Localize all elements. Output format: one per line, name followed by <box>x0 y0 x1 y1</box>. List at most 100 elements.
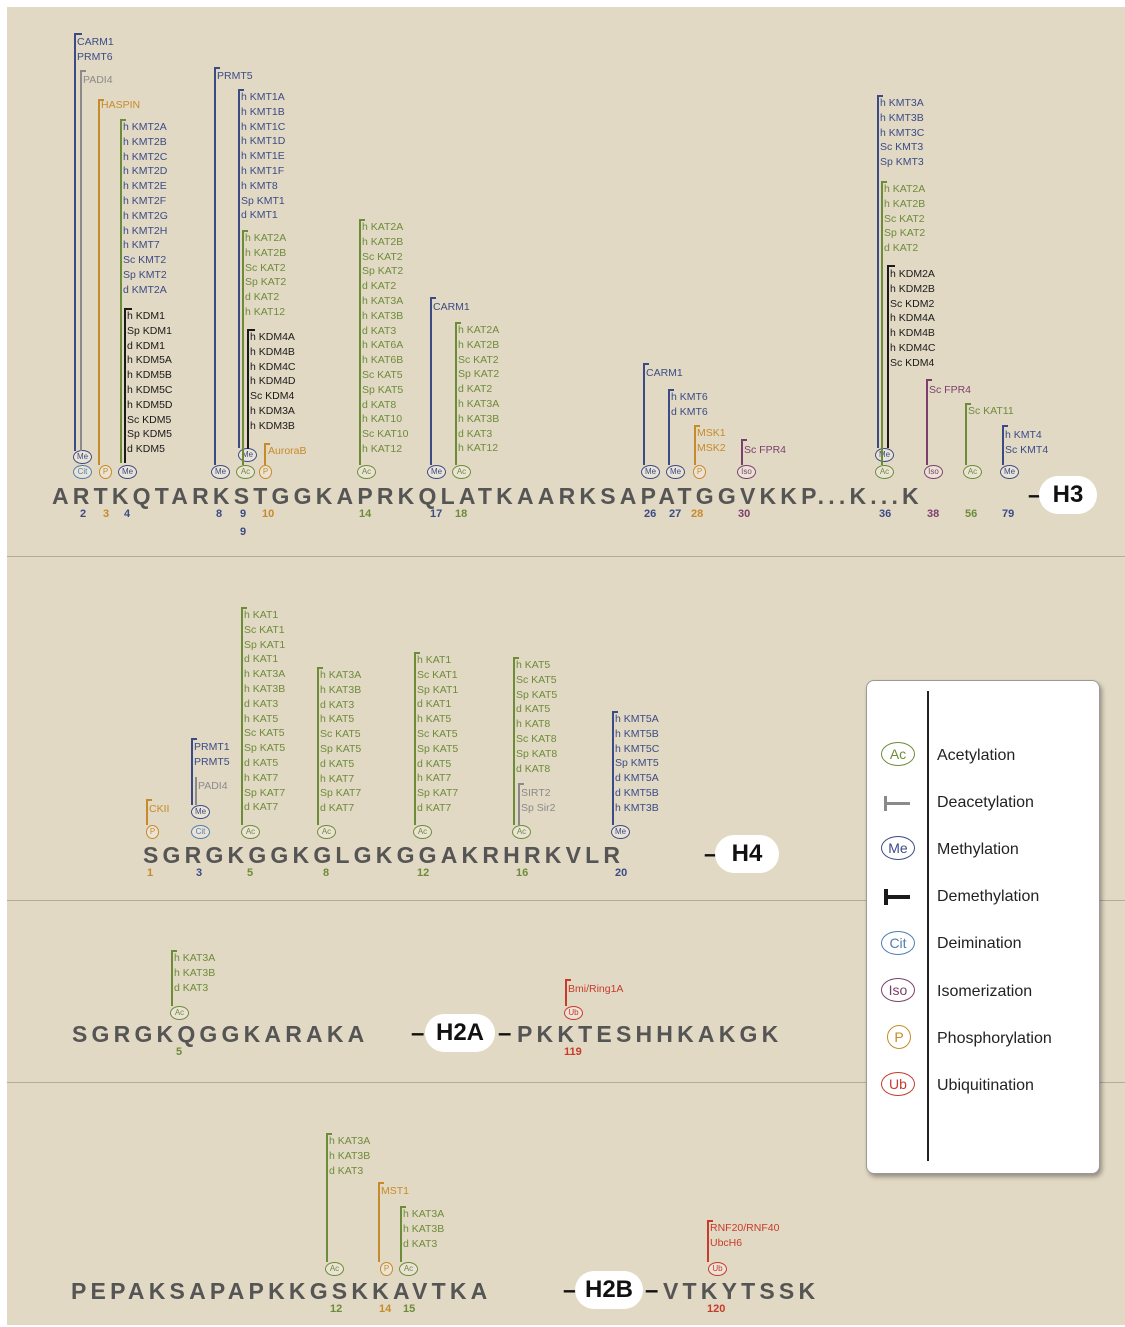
enzyme-group: h KMT2A h KMT2B h KMT2C h KMT2D h KMT2E … <box>123 121 168 296</box>
h3-sequence: ARTKQTARKSTGGKAPRKQLATKAARKSAPATGGVKKP..… <box>52 483 923 509</box>
enzyme-line <box>378 1182 380 1262</box>
enzyme-line <box>965 403 971 405</box>
enzyme-line <box>359 219 361 465</box>
legend-label-ubiquitination: Ubiquitination <box>937 1077 1034 1094</box>
h2a-pos-119: 119 <box>564 1046 582 1058</box>
phospho-icon: P <box>99 465 112 479</box>
h2b-pos-12: 12 <box>330 1303 343 1315</box>
h4-pos-8: 8 <box>323 867 330 879</box>
enzyme-group: h KMT3A h KMT3B h KMT3C Sc KMT3 Sp KMT3 <box>880 97 925 169</box>
h3-pos-10: 10 <box>262 508 275 520</box>
deacetylation-bar-icon <box>884 796 887 811</box>
legend-divider <box>927 691 929 1161</box>
h3-pos-30: 30 <box>738 508 751 520</box>
acetyl-icon: Ac <box>875 465 894 479</box>
enzyme-group: h KAT5 Sc KAT5 Sp KAT5 d KAT5 h KAT8 Sc … <box>516 659 558 775</box>
h3-pos-14: 14 <box>359 508 372 520</box>
enzyme-group: h KAT2A h KAT2B Sc KAT2 Sp KAT2 d KAT2 h… <box>245 232 287 318</box>
phospho-icon: P <box>259 465 272 479</box>
h2a-label: H2A <box>425 1014 495 1052</box>
ubiquitin-icon: Ub <box>881 1072 915 1096</box>
legend: Ac Acetylation Deacetylation Me Methylat… <box>866 680 1100 1174</box>
ubiquitin-icon: Ub <box>564 1006 583 1020</box>
section-divider <box>7 556 1125 557</box>
h3-pos-9b: 9 <box>240 526 247 538</box>
enzyme-line <box>513 657 519 659</box>
enzyme-line <box>98 99 100 465</box>
enzyme-line <box>513 657 515 825</box>
enzyme-group: MST1 <box>381 1185 410 1197</box>
enzyme-line <box>518 783 520 825</box>
enzyme-line <box>171 950 173 1006</box>
enzyme-line <box>317 667 323 669</box>
enzyme-line <box>965 403 967 465</box>
h3-pos-2: 2 <box>80 508 87 520</box>
h3-pos-9: 9 <box>240 508 247 520</box>
enzyme-line <box>612 711 614 825</box>
acetyl-icon: Ac <box>512 825 531 839</box>
acetyl-icon: Ac <box>963 465 982 479</box>
enzyme-line <box>238 89 244 91</box>
enzyme-group: h KAT2A h KAT2B Sc KAT2 Sp KAT2 d KAT2 <box>884 183 926 255</box>
legend-label-phosphorylation: Phosphorylation <box>937 1030 1052 1047</box>
h2b-sequence-c: VTKYTSSK <box>663 1278 820 1304</box>
enzyme-line <box>242 230 248 232</box>
enzyme-line <box>247 329 255 331</box>
enzyme-group: h KMT1A h KMT1B h KMT1C h KMT1D h KMT1E … <box>241 91 286 222</box>
enzyme-group: SIRT2 Sp Sir2 <box>521 787 556 814</box>
h4-sequence: SGRGKGGKGLGKGGAKRHRKVLR <box>143 842 625 868</box>
enzyme-group: h KAT1 Sc KAT1 Sp KAT1 d KAT1 h KAT5 Sc … <box>417 654 459 814</box>
acetyl-icon: Ac <box>413 825 432 839</box>
enzyme-line <box>668 389 670 465</box>
enzyme-group: Sc FPR4 <box>929 384 972 396</box>
enzyme-group: PADI4 <box>83 74 113 86</box>
enzyme-line <box>926 379 932 381</box>
legend-label-deimination: Deimination <box>937 935 1022 952</box>
acetyl-icon: Ac <box>452 465 471 479</box>
enzyme-group: CARM1 <box>433 301 470 313</box>
enzyme-line <box>694 425 700 427</box>
enzyme-line <box>887 265 895 267</box>
deacetylation-icon <box>884 802 910 805</box>
enzyme-line <box>120 119 126 121</box>
enzyme-line <box>80 70 82 451</box>
methyl-icon: Me <box>211 465 230 479</box>
enzyme-line <box>247 329 249 449</box>
enzyme-line <box>455 322 461 324</box>
methyl-icon: Me <box>238 448 257 462</box>
h4-pos-1: 1 <box>147 867 154 879</box>
h3-pos-56: 56 <box>965 508 978 520</box>
enzyme-group: h KMT6 d KMT6 <box>671 391 708 418</box>
acetyl-icon: Ac <box>170 1006 189 1020</box>
enzyme-line <box>414 652 416 825</box>
methyl-icon: Me <box>666 465 685 479</box>
enzyme-line <box>146 799 152 801</box>
enzyme-line <box>242 230 244 465</box>
h2b-label: H2B <box>575 1271 643 1309</box>
enzyme-line <box>378 1182 384 1184</box>
enzyme-group: h KAT3A h KAT3B d KAT3 <box>403 1208 445 1250</box>
section-divider <box>7 1082 1125 1083</box>
enzyme-line <box>171 950 177 952</box>
h3-pos-27: 27 <box>669 508 682 520</box>
enzyme-line <box>455 322 457 465</box>
h2b-pos-120: 120 <box>707 1303 726 1315</box>
enzyme-line <box>359 219 365 221</box>
enzyme-line <box>430 297 432 465</box>
enzyme-line <box>881 181 883 465</box>
phospho-icon: P <box>380 1262 393 1276</box>
deimination-icon: Cit <box>191 825 210 839</box>
h3-pos-79: 79 <box>1002 508 1015 520</box>
enzyme-group: h KMT4 Sc KMT4 <box>1005 429 1049 456</box>
h2b-pos-14: 14 <box>379 1303 392 1315</box>
enzyme-line <box>195 777 197 805</box>
enzyme-group: RNF20/RNF40 UbcH6 <box>710 1222 780 1249</box>
enzyme-line <box>241 607 243 825</box>
deimination-icon: Cit <box>73 465 92 479</box>
enzyme-line <box>707 1220 709 1262</box>
enzyme-line <box>74 33 76 451</box>
h4-label: H4 <box>715 835 779 873</box>
enzyme-line <box>926 379 928 465</box>
h2b-sequence-n: PEPAKSAPAPKKGSKKAVTKA <box>71 1278 492 1304</box>
h3-pos-4: 4 <box>124 508 131 520</box>
